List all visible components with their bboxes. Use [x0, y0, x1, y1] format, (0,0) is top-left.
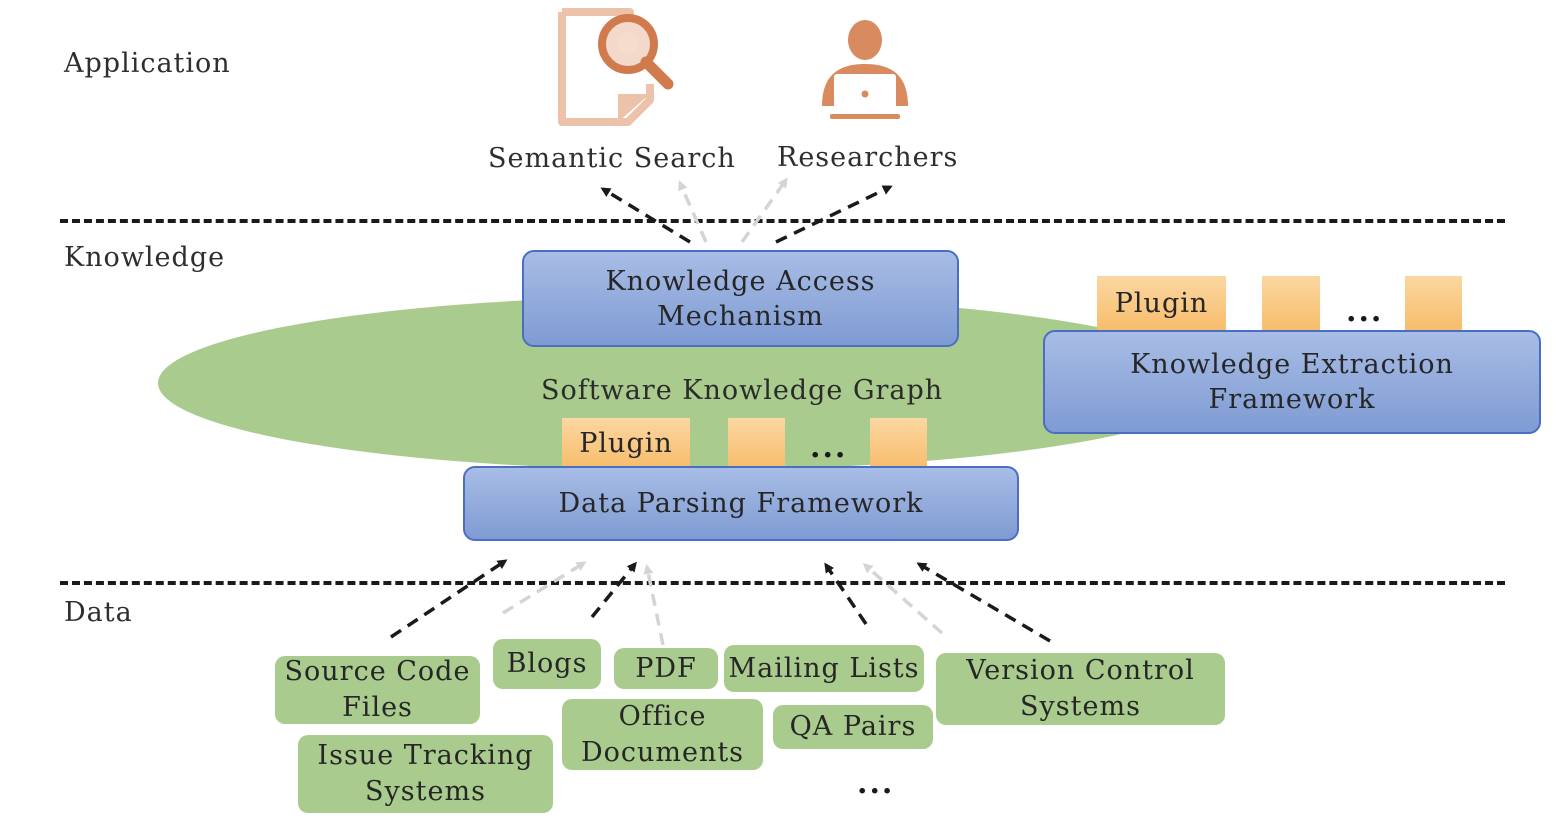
arrow-pdf-to-parsing-light — [643, 564, 665, 646]
arrow-source-code-to-parsing — [390, 559, 508, 639]
issue-tracking-line1: Issue Tracking — [317, 740, 534, 771]
knowledge-access-line1: Knowledge Access — [605, 265, 876, 297]
data-source-version-control-systems: Version Control Systems — [936, 653, 1225, 725]
version-control-line1: Version Control — [966, 655, 1195, 686]
data-source-issue-tracking-systems: Issue Tracking Systems — [298, 735, 553, 813]
version-control-line2: Systems — [1020, 691, 1141, 722]
data-source-source-code-files: Source Code Files — [275, 656, 480, 724]
data-source-pdf: PDF — [614, 648, 718, 689]
source-code-line2: Files — [342, 692, 413, 723]
extraction-plugin: Plugin — [1097, 276, 1226, 330]
parsing-plugin-ellipsis: ... — [810, 430, 848, 465]
arrow-access-to-researchers — [775, 185, 893, 244]
issue-tracking-line2: Systems — [365, 776, 486, 807]
semantic-search-label: Semantic Search — [488, 143, 736, 174]
arrow-access-to-semantic-search — [600, 187, 691, 244]
arrow-access-to-semantic-search-light — [678, 180, 708, 243]
parsing-plugin: Plugin — [562, 418, 690, 468]
layer-label-knowledge: Knowledge — [64, 242, 226, 273]
layer-label-application: Application — [64, 48, 231, 79]
arrow-qa-to-parsing-light — [862, 563, 944, 635]
document-search-icon — [558, 8, 674, 126]
parsing-plugin-slot — [728, 418, 785, 468]
data-sources-ellipsis: ... — [857, 766, 895, 801]
knowledge-access-mechanism-box: Knowledge Access Mechanism — [522, 250, 959, 347]
knowledge-access-line2: Mechanism — [657, 300, 824, 332]
arrow-mailing-to-parsing — [824, 562, 868, 625]
arrow-blogs-to-parsing-light — [502, 561, 587, 615]
knowledge-extraction-framework-box: Knowledge Extraction Framework — [1043, 330, 1541, 434]
divider-application-knowledge — [60, 219, 1505, 223]
office-line2: Documents — [580, 736, 745, 768]
knowledge-extraction-line1: Knowledge Extraction — [1130, 349, 1454, 380]
arrow-access-to-researchers-light — [740, 177, 788, 244]
parsing-plugin-slot — [870, 418, 927, 468]
person-laptop-icon — [822, 20, 908, 119]
data-source-mailing-lists: Mailing Lists — [724, 645, 924, 692]
source-code-line1: Source Code — [284, 656, 471, 687]
extraction-plugin-slot — [1262, 276, 1320, 330]
data-source-blogs: Blogs — [493, 639, 601, 689]
knowledge-extraction-line2: Framework — [1208, 384, 1376, 415]
arrow-office-to-parsing — [590, 561, 637, 619]
software-knowledge-graph-label: Software Knowledge Graph — [541, 375, 944, 406]
data-source-office-documents: Office Documents — [562, 699, 763, 770]
divider-knowledge-data — [60, 581, 1505, 585]
data-parsing-framework-box: Data Parsing Framework — [463, 466, 1019, 541]
data-source-qa-pairs: QA Pairs — [773, 705, 933, 749]
researchers-label: Researchers — [777, 142, 959, 173]
extraction-plugin-ellipsis: ... — [1346, 294, 1384, 329]
layer-label-data: Data — [64, 597, 133, 628]
arrow-version-control-to-parsing — [916, 562, 1051, 643]
office-line1: Office — [618, 700, 707, 732]
extraction-plugin-slot — [1405, 276, 1462, 330]
